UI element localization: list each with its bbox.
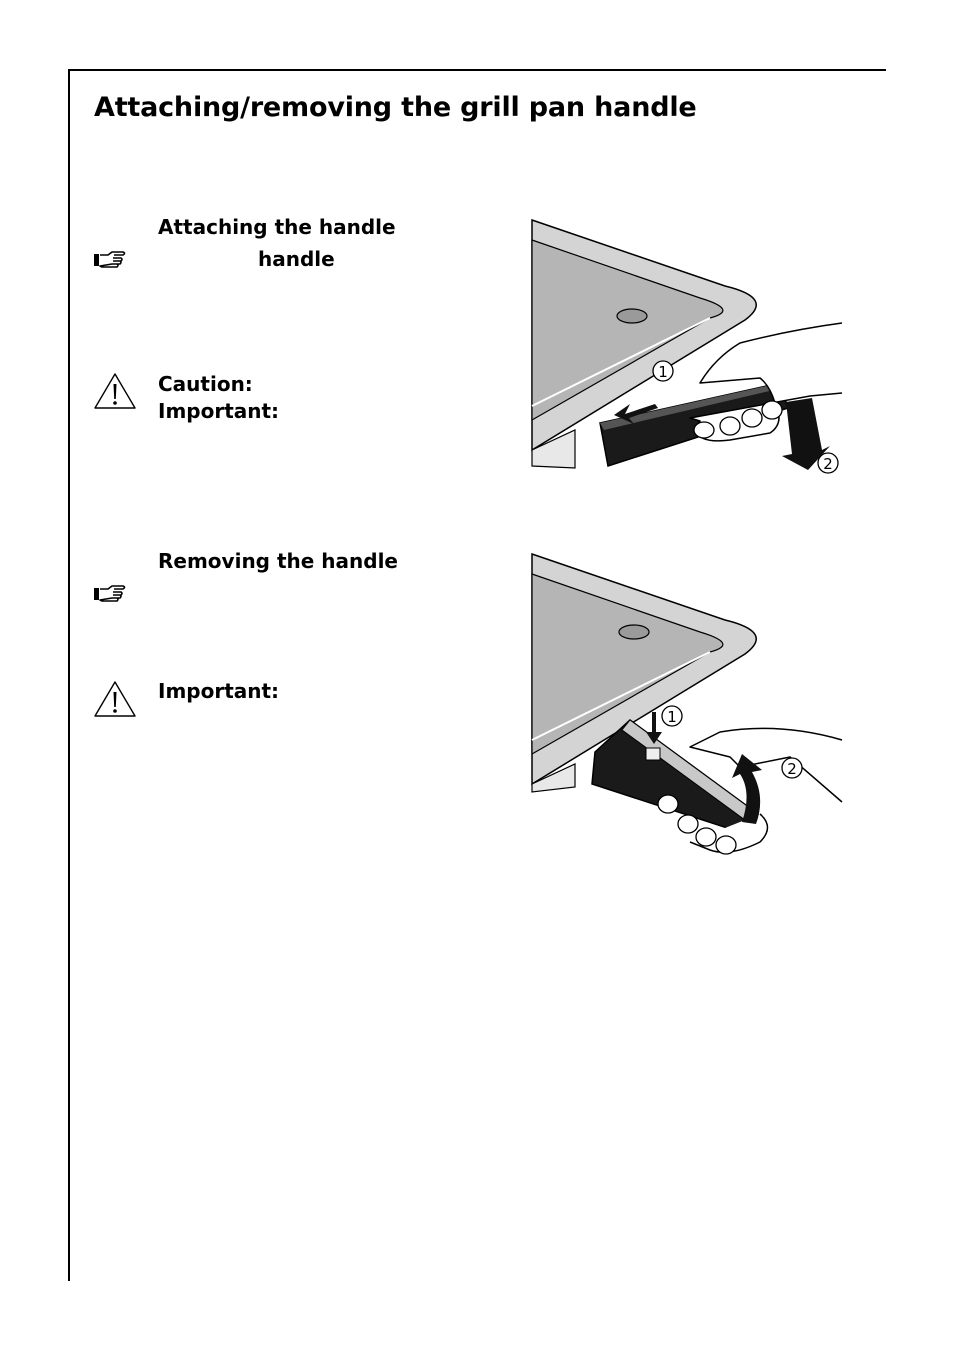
top-rule (68, 69, 886, 71)
attach-note-word: handle (258, 247, 335, 271)
remove-heading: Removing the handle (158, 549, 398, 573)
pointing-hand-icon (94, 251, 126, 268)
attach-handle-illustration: 1 2 (531, 218, 843, 474)
page-title: Attaching/removing the grill pan handle (94, 92, 697, 123)
remove-fig-label-1: 1 (667, 708, 677, 726)
remove-important-label: Important: (158, 679, 280, 703)
attach-heading: Attaching the handle (158, 215, 396, 239)
caution-label: Caution: (158, 372, 253, 396)
warning-icon (94, 373, 136, 409)
remove-handle-illustration: 1 2 (531, 552, 843, 855)
left-rule (68, 69, 70, 1281)
warning-icon (94, 681, 136, 717)
attach-important-label: Important: (158, 399, 280, 423)
attach-fig-label-1: 1 (658, 363, 668, 381)
attach-fig-label-2: 2 (823, 455, 833, 473)
pointing-hand-icon (94, 585, 126, 602)
remove-fig-label-2: 2 (787, 760, 797, 778)
